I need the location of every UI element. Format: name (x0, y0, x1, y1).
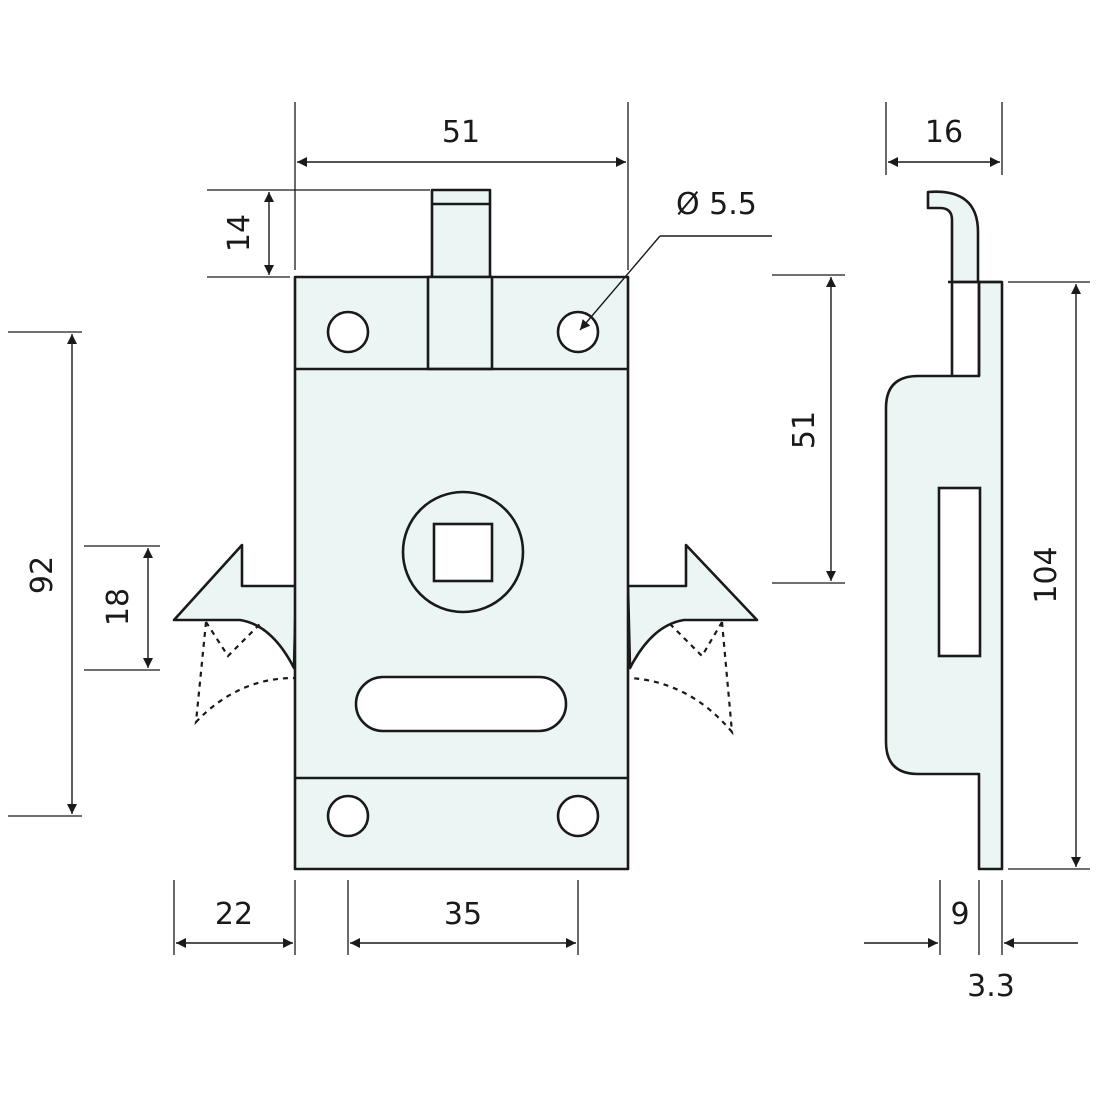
bolt-guide (426, 275, 494, 371)
label-thickness: 3.3 (967, 969, 1015, 1004)
label-top-width: 51 (442, 115, 480, 150)
mounting-hole-top-right (556, 310, 600, 354)
label-hole-spacing: 51 (787, 411, 822, 449)
elongated-slot (354, 675, 568, 733)
square-spindle-hole (432, 522, 494, 583)
label-left-height: 92 (25, 556, 60, 594)
right-latch-swing-outline (629, 621, 734, 736)
label-latch-width: 22 (215, 897, 253, 932)
spindle-hub (401, 490, 525, 614)
side-view (884, 190, 1004, 871)
right-latch-arm (626, 543, 759, 670)
label-side-height: 104 (1029, 546, 1064, 603)
mounting-hole-bottom-right (556, 794, 600, 838)
label-hole-diameter: Ø 5.5 (676, 187, 757, 222)
front-view (172, 188, 759, 871)
mounting-hole-bottom-left (326, 794, 370, 838)
side-slot (937, 486, 982, 658)
label-latch-height: 18 (101, 588, 136, 626)
side-bolt (926, 190, 980, 284)
label-slot-width: 35 (444, 897, 482, 932)
label-bolt-height: 14 (222, 214, 257, 252)
left-latch-swing-outline (194, 621, 295, 726)
dimension-labels: 51 14 Ø 5.5 92 18 22 35 51 16 104 9 3.3 (25, 115, 1064, 1004)
dimension-lines (8, 102, 1090, 955)
mounting-hole-top-left (326, 310, 370, 354)
left-latch-arm (172, 543, 298, 670)
label-side-width: 16 (925, 115, 963, 150)
label-depth: 9 (950, 897, 969, 932)
